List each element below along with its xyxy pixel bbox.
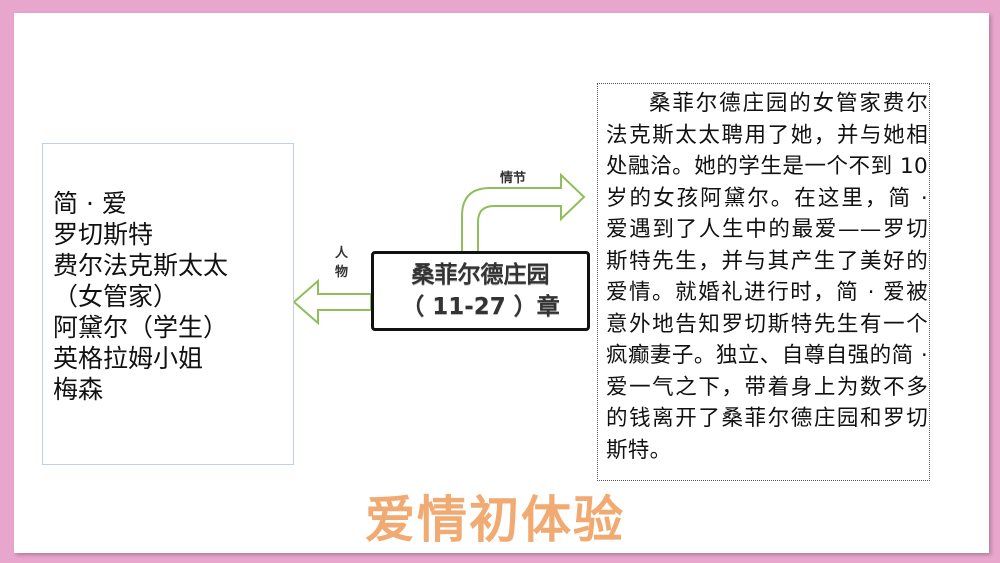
character-item: 阿黛尔（学生） — [53, 313, 229, 342]
character-item: （女管家） — [53, 282, 179, 311]
characters-arrow — [292, 278, 372, 326]
character-item: 梅森 — [53, 375, 104, 404]
plot-text: 桑菲尔德庄园的女管家费尔法克斯太太聘用了她，并与她相处融洽。她的学生是一个不到 … — [606, 91, 928, 463]
plot-box: 桑菲尔德庄园的女管家费尔法克斯太太聘用了她，并与她相处融洽。她的学生是一个不到 … — [597, 83, 930, 481]
characters-label-char2: 物 — [335, 265, 349, 280]
chapter-title: 桑菲尔德庄园 — [411, 262, 550, 288]
characters-box: 简 · 爱 罗切斯特 费尔法克斯太太 （女管家） 阿黛尔（学生） 英格拉姆小姐 … — [42, 143, 294, 465]
plot-label: 情节 — [500, 171, 527, 186]
characters-label-char1: 人 — [335, 246, 349, 261]
characters-list: 简 · 爱 罗切斯特 费尔法克斯太太 （女管家） 阿黛尔（学生） 英格拉姆小姐 … — [53, 188, 228, 405]
plot-arrow — [461, 172, 586, 253]
character-item: 费尔法克斯太太 — [53, 251, 229, 280]
chapter-box: 桑菲尔德庄园 （ 11-27 ）章 — [371, 251, 590, 331]
character-item: 英格拉姆小姐 — [53, 344, 204, 373]
chapter-range: （ 11-27 ）章 — [401, 294, 560, 320]
slide-title-text: 爱情初体验 — [365, 491, 625, 549]
characters-label: 人 物 — [335, 244, 349, 282]
character-item: 简 · 爱 — [53, 189, 127, 218]
character-item: 罗切斯特 — [53, 220, 154, 249]
slide-title: 爱情初体验 — [0, 480, 1000, 552]
